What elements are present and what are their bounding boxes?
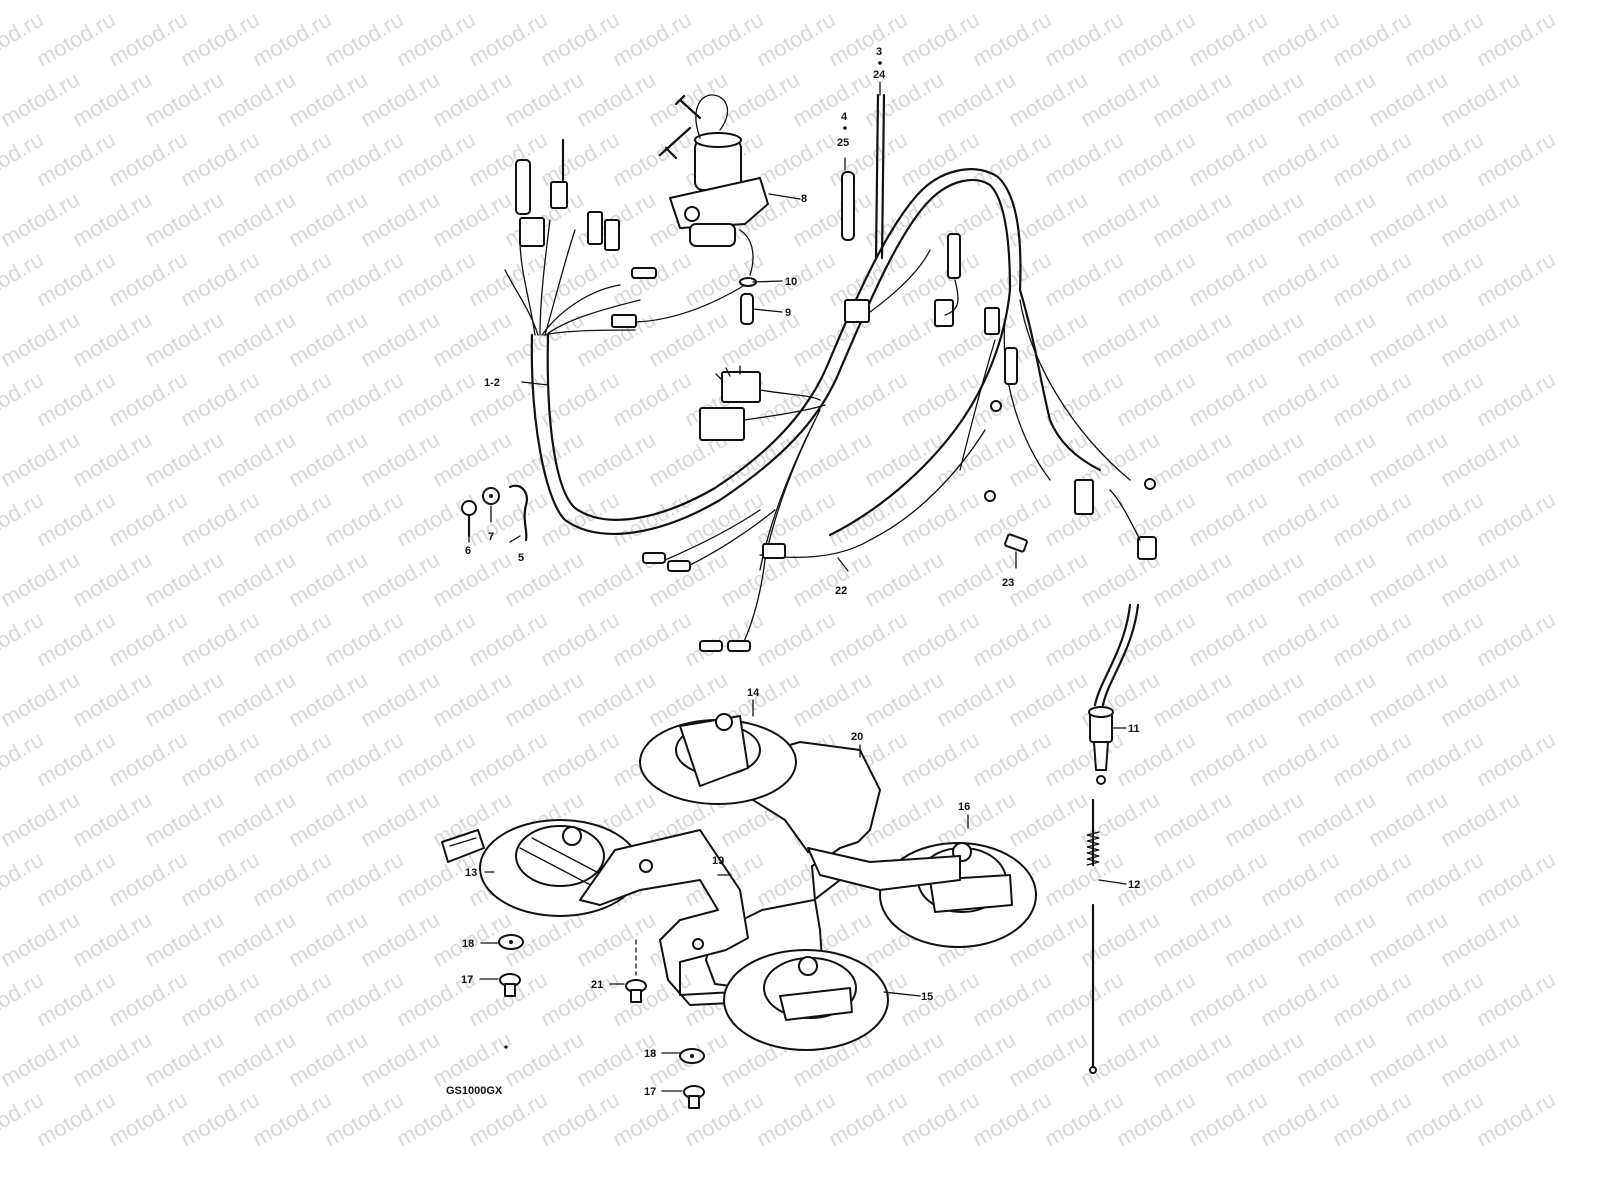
- label-part-22: 22: [835, 585, 847, 597]
- label-part-18-a: 18: [462, 938, 474, 950]
- label-part-6: 6: [465, 545, 471, 557]
- part-25-clamp: [841, 171, 855, 241]
- label-part-9: 9: [785, 307, 791, 319]
- label-part-8: 8: [801, 193, 807, 205]
- part-23-clamp: [1004, 533, 1028, 553]
- horn-14: [639, 713, 797, 805]
- horn-bracket-19: [579, 829, 793, 1006]
- label-part-15: 15: [921, 991, 933, 1003]
- label-part-5: 5: [518, 552, 524, 564]
- label-part-17-b: 17: [644, 1086, 656, 1098]
- label-part-12: 12: [1128, 879, 1140, 891]
- label-part-4: 4: [841, 111, 848, 123]
- rear-brake-switch: [1088, 603, 1140, 785]
- label-part-20: 20: [851, 731, 863, 743]
- label-part-17-a: 17: [461, 974, 473, 986]
- part-5-clip: [508, 484, 528, 542]
- model-code-label: GS1000GX: [446, 1085, 503, 1097]
- brake-switch-spring: [1086, 798, 1100, 1074]
- ignition-switch: [658, 94, 769, 276]
- horn-16-arm: [807, 847, 961, 891]
- part-6-screw: [461, 500, 477, 516]
- label-part-7: 7: [488, 531, 494, 543]
- label-part-19: 19: [712, 855, 724, 867]
- label-part-16: 16: [958, 801, 970, 813]
- wiring-harness: [504, 138, 1157, 652]
- label-part-14: 14: [747, 687, 760, 699]
- part-24-cable-tie: [874, 93, 880, 260]
- label-part-25: 25: [837, 137, 849, 149]
- label-part-24: 24: [873, 69, 886, 81]
- front-direction-arrow: [441, 829, 485, 863]
- leader-lines: [468, 81, 1127, 1092]
- horn-15: [723, 949, 889, 1051]
- label-part-1-2: 1-2: [484, 377, 500, 389]
- label-part-18-b: 18: [644, 1048, 656, 1060]
- label-part-23: 23: [1002, 577, 1014, 589]
- label-part-3: 3: [876, 46, 882, 58]
- label-part-11: 11: [1128, 723, 1140, 735]
- label-part-13: 13: [465, 867, 477, 879]
- part-9-bolt: [740, 293, 754, 325]
- label-part-10: 10: [785, 276, 797, 288]
- label-part-21: 21: [591, 979, 603, 991]
